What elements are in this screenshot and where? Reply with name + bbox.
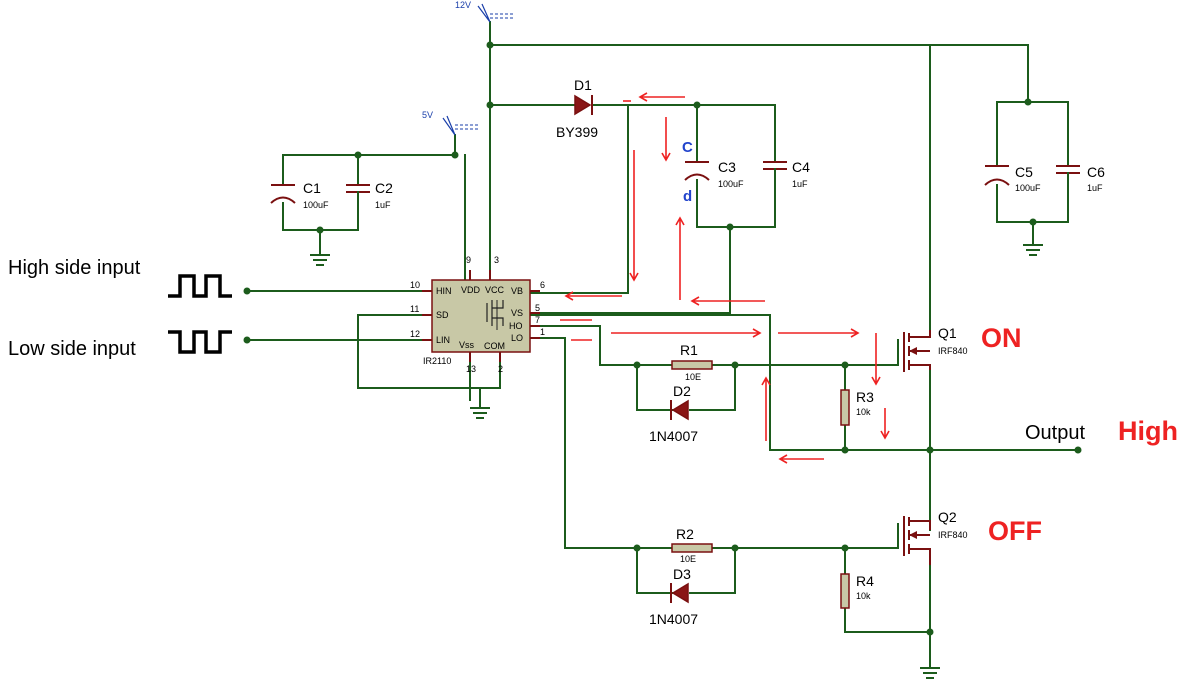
input-high-side: High side input [8,257,232,298]
annotation-d: d [683,188,692,205]
diode-d3: D3 1N4007 [649,566,698,627]
c4-value: 1uF [792,179,808,189]
resistor-r2: R2 10E [671,526,713,564]
mosfet-q1: Q1 IRF840 [897,325,968,372]
ic-name: IR2110 [423,356,451,366]
pinnum-com: 2 [498,364,503,374]
r4-value: 10k [856,591,871,601]
ground-c1c2 [310,254,330,266]
output-state: High [1118,416,1178,446]
r1-ref: R1 [680,342,698,358]
q2-state: OFF [988,516,1042,546]
ground-q2 [920,667,940,679]
junction-nodes [243,41,1082,636]
ground-c5c6 [1023,244,1043,256]
current-flow-arrows [560,92,890,464]
resistor-r3: R3 10k [840,389,874,426]
d2-ref: D2 [673,383,691,399]
q1-value: IRF840 [938,346,968,356]
pinnum-vdd: 9 [466,255,471,265]
pinnum-vcc: 3 [494,255,499,265]
capacitor-c1: C1 100uF [270,180,329,210]
diode-d1: D1 BY399 [556,77,598,140]
d3-value: 1N4007 [649,611,698,627]
capacitor-c5: C5 100uF [984,164,1041,193]
pin-vb: VB [511,286,523,296]
resistor-r1: R1 10E [671,342,713,382]
c1-ref: C1 [303,180,321,196]
pinnum-ho: 7 [535,315,540,325]
input-low-side: Low side input [8,330,232,360]
diode-d2: D2 1N4007 [649,383,698,444]
c5-value: 100uF [1015,183,1041,193]
d1-value: BY399 [556,124,598,140]
r4-ref: R4 [856,573,874,589]
c3-value: 100uF [718,179,744,189]
pinnum-hin: 10 [410,280,420,290]
wires [246,21,1079,669]
rail-12v-label: 12V [455,0,471,10]
c6-value: 1uF [1087,183,1103,193]
pin-vss: Vss [459,340,475,350]
c4-ref: C4 [792,159,810,175]
c2-value: 1uF [375,200,391,210]
pinnum-lin: 12 [410,329,420,339]
capacitor-c4: C4 1uF [763,159,810,189]
pinnum-vs: 5 [535,303,540,313]
capacitor-c6: C6 1uF [1056,164,1105,193]
pinnum-vss: 13 [466,364,476,374]
r3-value: 10k [856,407,871,417]
pin-com: COM [484,341,505,351]
pin-lin: LIN [436,335,450,345]
d1-ref: D1 [574,77,592,93]
resistor-r4: R4 10k [840,573,874,609]
q2-value: IRF840 [938,530,968,540]
pin-vs: VS [511,308,523,318]
pin-sd: SD [436,310,449,320]
r3-ref: R3 [856,389,874,405]
pinnum-sd: 11 [410,304,419,314]
q1-state: ON [981,323,1022,353]
mosfet-q2: Q2 IRF840 [897,509,968,565]
c2-ref: C2 [375,180,393,196]
rail-5v: 5V [422,110,478,136]
square-wave-icon [168,274,232,298]
capacitor-c2: C2 1uF [346,180,393,210]
pin-vdd: VDD [461,285,481,295]
c1-value: 100uF [303,200,329,210]
q1-ref: Q1 [938,325,957,341]
capacitor-c3: C3 100uF [684,159,744,189]
ground-symbols [310,244,1043,679]
q2-ref: Q2 [938,509,957,525]
c3-ref: C3 [718,159,736,175]
low-side-input-label: Low side input [8,338,136,360]
d3-ref: D3 [673,566,691,582]
rail-5v-label: 5V [422,110,433,120]
pin-hin: HIN [436,286,452,296]
pin-vcc: VCC [485,285,505,295]
r2-value: 10E [680,554,696,564]
c5-ref: C5 [1015,164,1033,180]
pinnum-vb: 6 [540,280,545,290]
pin-ho: HO [509,321,523,331]
r2-ref: R2 [676,526,694,542]
ic-ir2110: HIN SD LIN VDD VCC VB VS HO LO Vss COM 1… [410,255,545,374]
c6-ref: C6 [1087,164,1105,180]
output-label: Output [1025,422,1085,444]
square-wave-icon [168,330,232,354]
annotation-c: C [682,139,693,156]
rail-12v: 12V [455,0,515,23]
pin-lo: LO [511,333,523,343]
d2-value: 1N4007 [649,428,698,444]
pinnum-lo: 1 [540,327,545,337]
high-side-input-label: High side input [8,257,141,279]
ground-ic [470,407,490,419]
r1-value: 10E [685,372,701,382]
